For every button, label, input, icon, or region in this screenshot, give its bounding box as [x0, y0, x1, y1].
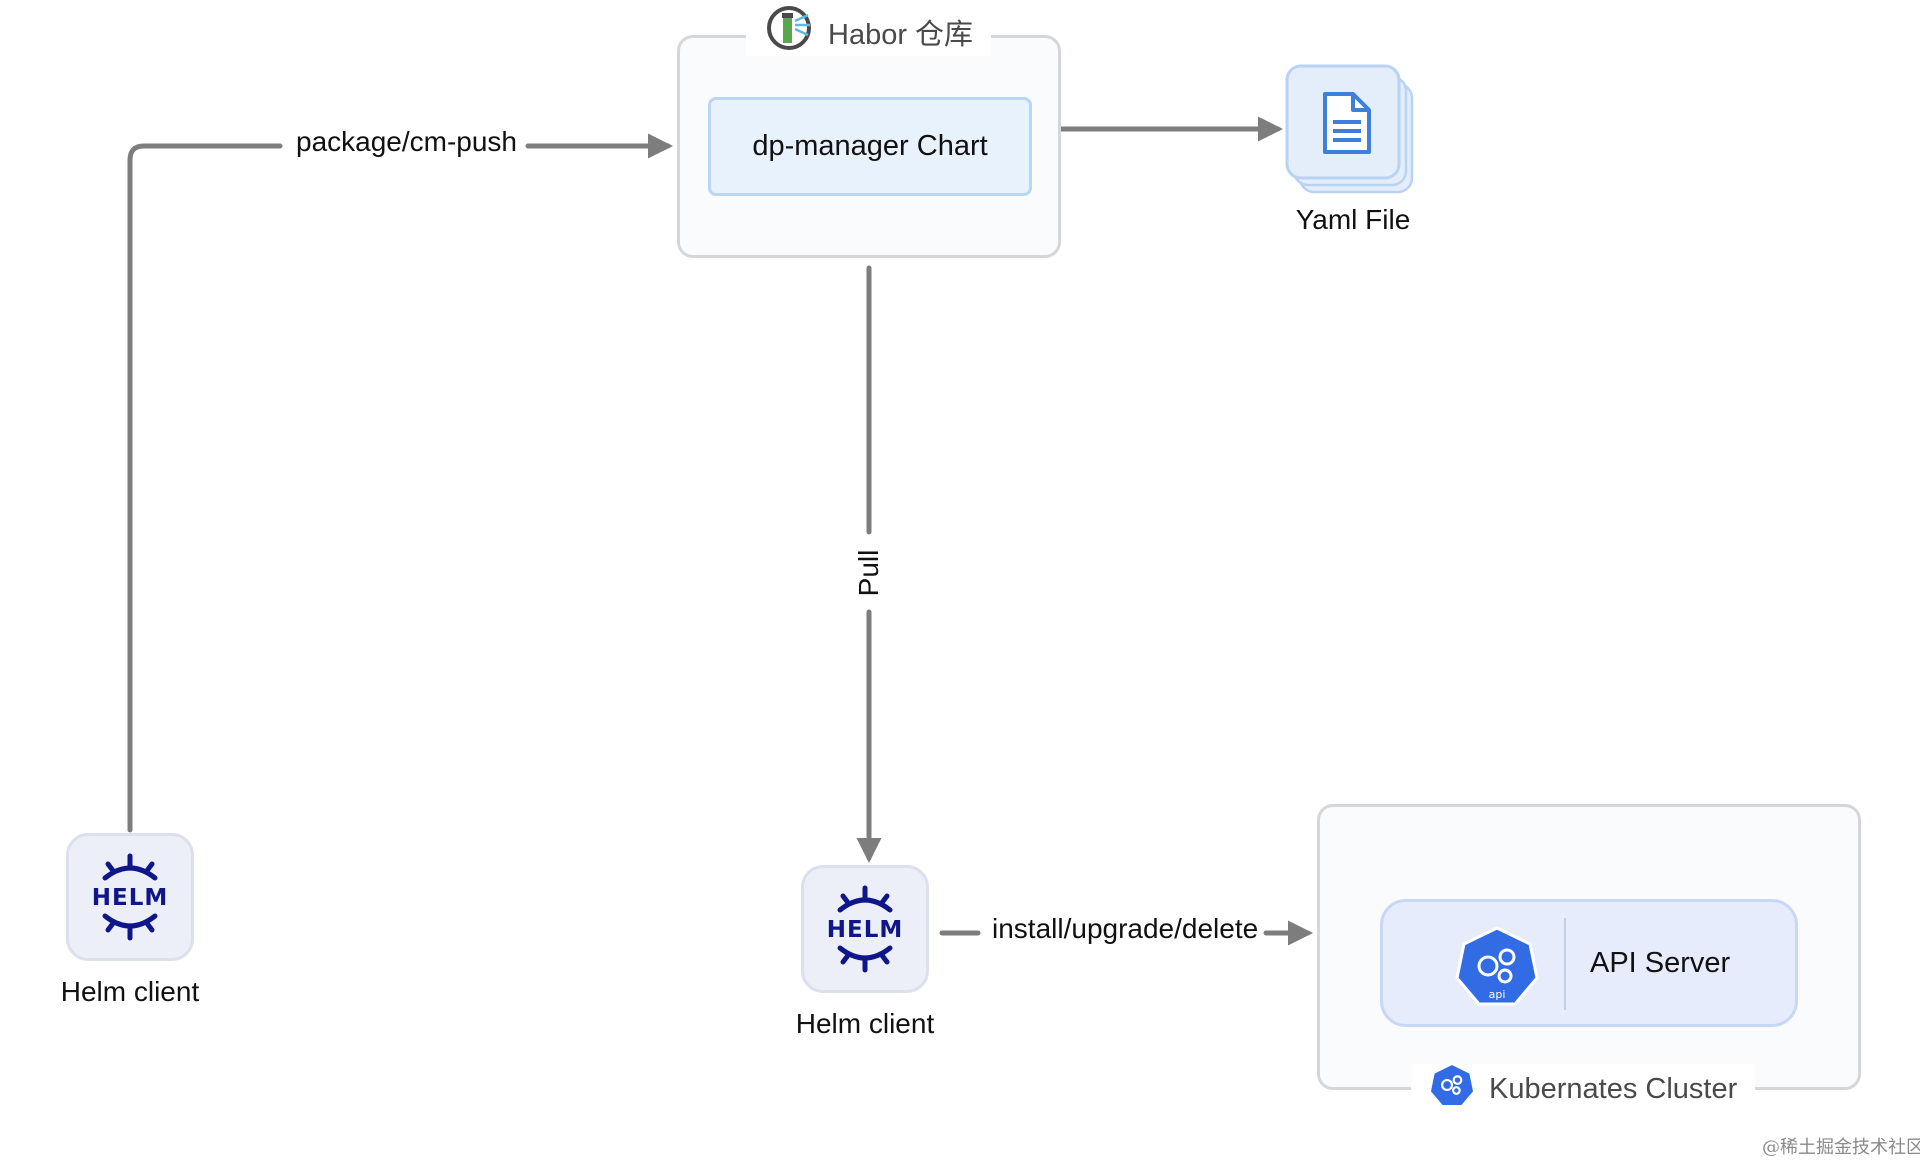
- helm-logo-icon: HELM: [827, 885, 904, 973]
- helm-client-left-node[interactable]: HELM: [66, 833, 194, 961]
- pull-edge-label: Pull: [853, 549, 884, 597]
- yaml-file-node[interactable]: [1283, 62, 1423, 200]
- kubernetes-cluster-title-text: Kubernates Cluster: [1489, 1072, 1738, 1105]
- harbor-title-text: Habor 仓库: [828, 19, 974, 51]
- helm-logo-text: HELM: [92, 885, 169, 911]
- watermark: @稀土掘金技术社区: [1762, 1137, 1920, 1158]
- dp-manager-chart-label: dp-manager Chart: [752, 130, 988, 162]
- kubernetes-logo-icon: [1429, 1062, 1475, 1116]
- helm-client-left-label: Helm client: [60, 976, 200, 1007]
- document-stack-icon: [1285, 64, 1414, 194]
- harbor-logo-icon: [764, 3, 814, 61]
- helm-client-mid-label: Helm client: [795, 1008, 935, 1039]
- push-edge-label: package/cm-push: [290, 126, 524, 158]
- helm-logo-icon: HELM: [92, 853, 169, 941]
- push-edge-path: [127, 143, 283, 833]
- kubernetes-cluster-title: Kubernates Cluster: [1411, 1062, 1756, 1116]
- yaml-file-label: Yaml File: [1295, 204, 1411, 235]
- api-server-node[interactable]: api API Server: [1380, 899, 1798, 1027]
- dp-manager-chart-node[interactable]: dp-manager Chart: [708, 97, 1032, 196]
- harbor-title: Habor 仓库: [746, 6, 992, 56]
- api-server-label: API Server: [1590, 947, 1731, 979]
- api-server-divider: [1564, 918, 1566, 1010]
- helm-client-mid-node[interactable]: HELM: [801, 865, 929, 993]
- install-edge-label: install/upgrade/delete: [992, 913, 1259, 944]
- helm-logo-text: HELM: [827, 917, 904, 943]
- kubernetes-api-icon: api: [1455, 926, 1539, 1011]
- api-badge-text: api: [1489, 988, 1506, 1001]
